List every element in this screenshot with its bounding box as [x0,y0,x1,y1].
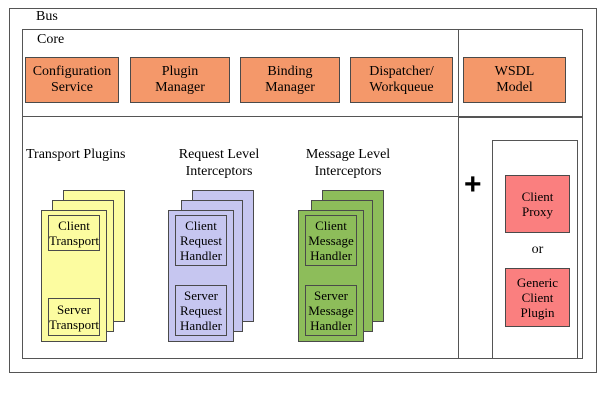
handler-client-transport[interactable]: Client Transport [48,215,100,251]
client-block-client-proxy[interactable]: Client Proxy [505,175,570,233]
client-block-generic-client-plugin[interactable]: Generic Client Plugin [505,268,570,327]
core-block-configuration-service[interactable]: Configuration Service [25,57,119,103]
plus-icon: + [464,168,482,201]
handler-client-message[interactable]: Client Message Handler [305,215,357,266]
caption-message-level-interceptors: Message Level Interceptors [305,147,391,179]
caption-request-level-interceptors: Request Level Interceptors [178,147,260,179]
handler-server-message[interactable]: Server Message Handler [305,285,357,336]
handler-server-request[interactable]: Server Request Handler [175,285,227,336]
caption-transport-plugins: Transport Plugins [26,147,126,162]
bus-frame [9,8,597,373]
core-block-wsdl-model[interactable]: WSDL Model [463,57,566,103]
bus-label: Bus [36,9,58,24]
handler-client-request[interactable]: Client Request Handler [175,215,227,266]
core-block-plugin-manager[interactable]: Plugin Manager [130,57,230,103]
core-block-binding-manager[interactable]: Binding Manager [240,57,340,103]
core-block-dispatcher-workqueue[interactable]: Dispatcher/ Workqueue [350,57,453,103]
client-options-frame [492,140,578,359]
client-options-or-label: or [531,242,544,257]
handler-server-transport[interactable]: Server Transport [48,298,100,336]
core-label: Core [37,32,65,47]
